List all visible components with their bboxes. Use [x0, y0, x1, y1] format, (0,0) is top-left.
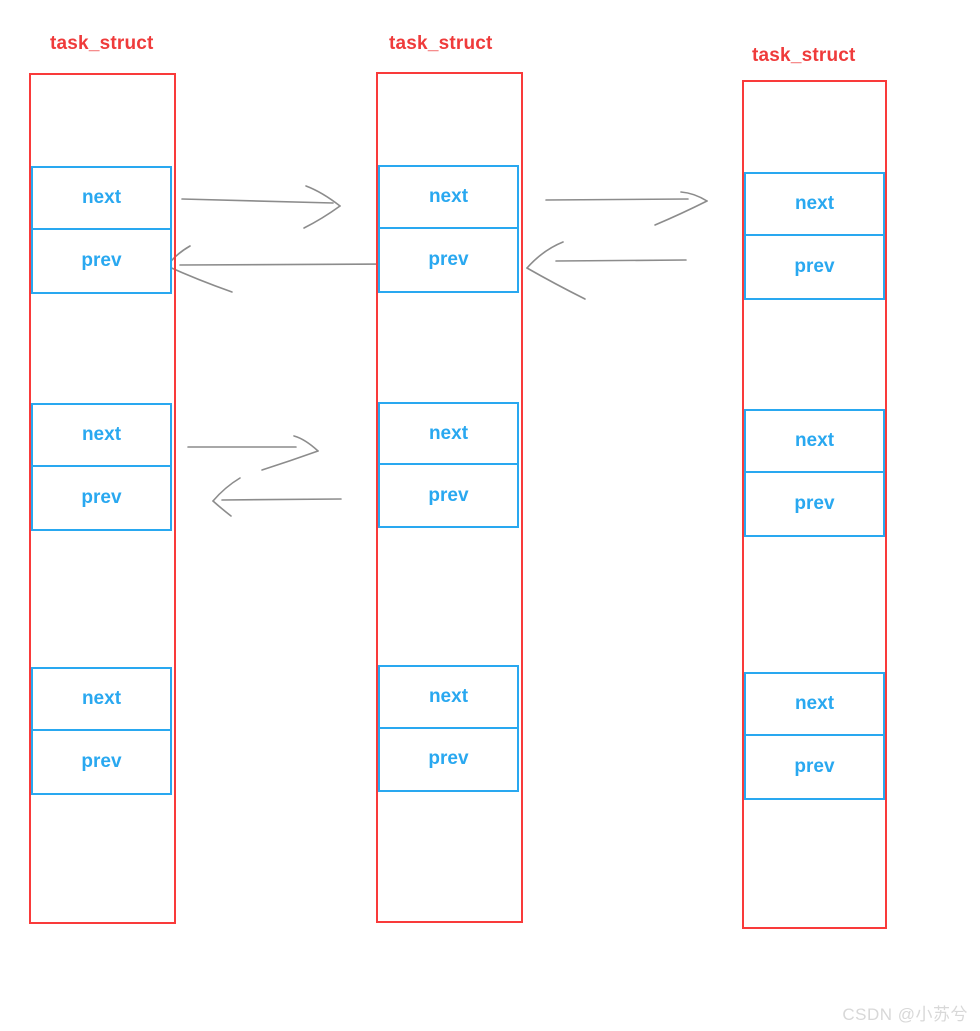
next-field-col2-1: next	[380, 167, 517, 229]
struct-title-column-2: task_struct	[389, 33, 493, 54]
next-field-col3-2: next	[746, 411, 883, 473]
prev-field-col3-3: prev	[794, 756, 835, 777]
next-field-col1-2: next	[33, 405, 170, 467]
prev-field-col3-1: prev	[794, 256, 835, 277]
prev-field-col1-2: prev	[81, 487, 122, 508]
list-head-node-col2-3: next prev	[378, 665, 519, 792]
next-arrow-col1-to-col2	[181, 185, 341, 229]
prev-arrow-col2-to-col1	[166, 245, 404, 293]
task-struct-box-column-3	[742, 80, 887, 929]
next-field-col2-2: next	[380, 404, 517, 465]
list-head-node-col1-1: next prev	[31, 166, 172, 294]
next-field-col1-3: next	[33, 669, 170, 731]
next-arrow-col2-to-col3	[545, 191, 708, 226]
list-head-node-col3-3: next prev	[744, 672, 885, 800]
task-struct-box-column-2	[376, 72, 523, 923]
next-field-col3-3: next	[746, 674, 883, 736]
prev-field-col1-1: prev	[81, 250, 122, 271]
prev-arrow-col2-to-col1-second	[212, 477, 342, 517]
struct-title-column-1: task_struct	[50, 33, 154, 54]
list-head-node-col3-2: next prev	[744, 409, 885, 537]
list-head-node-col2-1: next prev	[378, 165, 519, 293]
prev-field-col1-3: prev	[81, 751, 122, 772]
next-arrow-col1-to-col2-second	[187, 435, 319, 471]
prev-field-col2-2: prev	[428, 484, 469, 506]
list-head-node-col3-1: next prev	[744, 172, 885, 300]
list-head-node-col1-3: next prev	[31, 667, 172, 795]
list-head-node-col2-2: next prev	[378, 402, 519, 528]
prev-arrow-col3-to-col2	[526, 241, 687, 300]
prev-field-col3-2: prev	[794, 493, 835, 514]
next-field-col3-1: next	[746, 174, 883, 236]
struct-title-column-3: task_struct	[752, 45, 856, 66]
list-head-node-col1-2: next prev	[31, 403, 172, 531]
task-struct-box-column-1	[29, 73, 176, 924]
prev-field-col2-3: prev	[428, 748, 469, 770]
next-field-col2-3: next	[380, 667, 517, 729]
prev-field-col2-1: prev	[428, 249, 469, 270]
csdn-watermark: CSDN @小苏兮	[842, 1005, 968, 1024]
next-field-col1-1: next	[33, 168, 170, 230]
